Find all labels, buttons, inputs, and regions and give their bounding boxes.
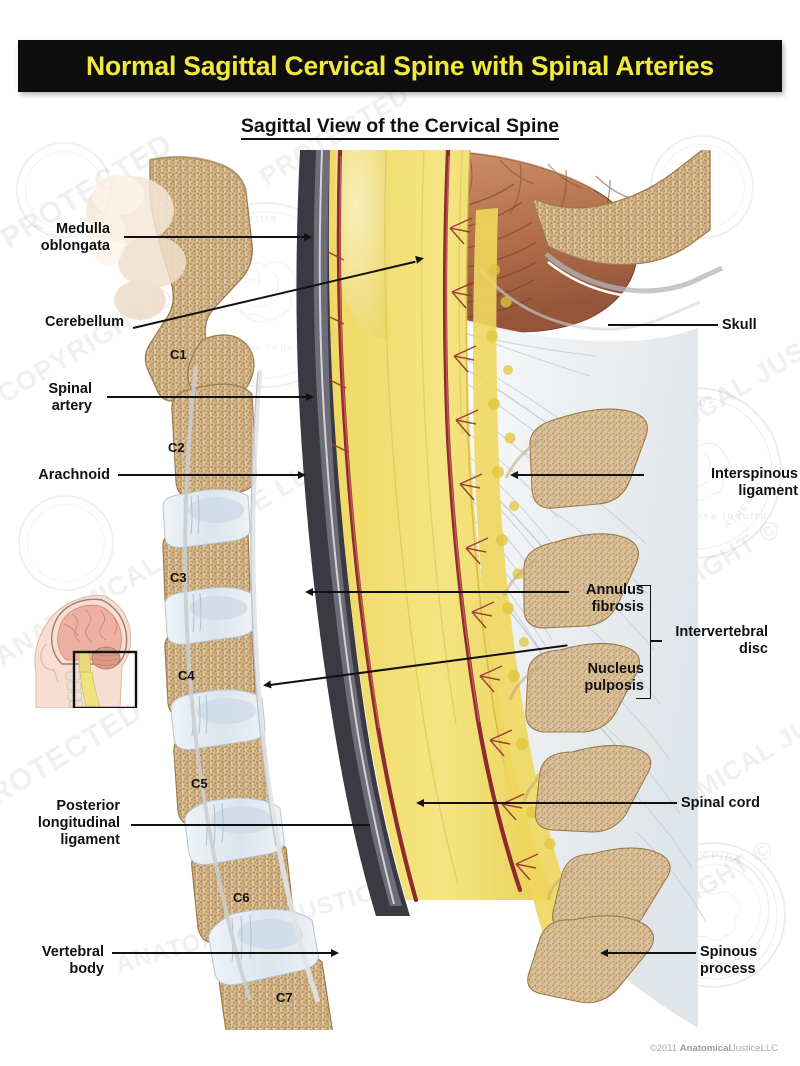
- label-posterior-longitudinal-ligament: Posterior longitudinal ligament: [37, 798, 120, 848]
- label-cerebellum: Cerebellum: [45, 314, 124, 330]
- arrowhead-spinal-cord: [416, 799, 424, 807]
- copyright-footer: ©2011 AnatomicalJusticeLLC: [650, 1043, 778, 1054]
- intervertebral-disc-bracket: [636, 585, 651, 699]
- label-annulus-fibrosis: Annulus fibrosis: [586, 582, 644, 615]
- label-spinal-cord: Spinal cord: [681, 795, 760, 811]
- leader-posterior-longitudinal-ligament: [131, 824, 370, 826]
- arrowhead-medulla-oblongata: [304, 233, 312, 241]
- label-vertebral-body: Vertebral body: [41, 944, 104, 977]
- label-spinal-artery: Spinal artery: [48, 381, 92, 414]
- subtitle-text: Sagittal View of the Cervical Spine: [240, 115, 560, 140]
- leader-medulla-oblongata: [124, 236, 308, 238]
- posterior-longitudinal-ligament: [250, 369, 321, 1003]
- arrowhead-interspinous-ligament: [510, 471, 518, 479]
- nucleus-pulposus: [188, 497, 303, 949]
- vertebra-label-c5: C5: [191, 776, 208, 791]
- brand-light: JusticeLLC: [731, 1043, 778, 1054]
- vertebra-label-c7: C7: [276, 990, 293, 1005]
- arrowhead-spinous-process: [600, 949, 608, 957]
- subtitle: Sagittal View of the Cervical Spine: [0, 115, 800, 140]
- anterior-longitudinal-ligament: [183, 365, 252, 1001]
- anatomy-svg: [86, 150, 724, 1030]
- skull-posterior-bone: [478, 150, 724, 331]
- laminae: [502, 438, 575, 901]
- leader-spinal-artery: [107, 396, 310, 398]
- arrowhead-arachnoid: [298, 471, 306, 479]
- radicular-arteries: [327, 217, 539, 881]
- spinous-processes: [523, 408, 671, 1004]
- head-orientation-inset: [30, 592, 138, 710]
- title-banner: Normal Sagittal Cervical Spine with Spin…: [18, 40, 782, 92]
- label-spinous-process: Spinous process: [700, 944, 758, 977]
- anterior-soft-tissue: [86, 175, 186, 320]
- vertebra-label-c6: C6: [233, 890, 250, 905]
- leader-spinous-process: [606, 952, 696, 954]
- arrowhead-vertebral-body: [331, 949, 339, 957]
- cervical-spine-illustration: [0, 150, 800, 1030]
- copyright-year: ©2011: [649, 1043, 680, 1054]
- epidural-fat: [473, 208, 588, 950]
- leader-arachnoid: [118, 474, 302, 476]
- leader-vertebral-body: [112, 952, 335, 954]
- arrowhead-annulus-fibrosis: [305, 588, 313, 596]
- leader-annulus-fibrosis: [311, 591, 569, 593]
- page-title: Normal Sagittal Cervical Spine with Spin…: [86, 50, 714, 81]
- intervertebral-disc-bracket-stem: [650, 640, 662, 642]
- spinal-arteries-highlight: [339, 155, 480, 729]
- leader-skull: [608, 324, 718, 326]
- label-nucleus-pulposis: Nucleus pulposis: [584, 661, 644, 694]
- arrowhead-spinal-artery: [306, 393, 314, 401]
- vertebra-label-c1: C1: [170, 347, 187, 362]
- label-interspinous-ligament: Interspinous ligament: [710, 466, 798, 499]
- vertebra-label-c3: C3: [170, 570, 187, 585]
- brand-bold: Anatomical: [679, 1043, 731, 1054]
- label-intervertebral-disc: Intervertebral disc: [675, 624, 768, 657]
- label-arachnoid: Arachnoid: [38, 467, 110, 483]
- label-skull: Skull: [722, 317, 757, 333]
- leader-interspinous-ligament: [516, 474, 644, 476]
- vertebra-label-c4: C4: [178, 668, 195, 683]
- label-medulla-oblongata: Medulla oblongata: [40, 221, 110, 254]
- arachnoid-mater: [313, 150, 402, 906]
- intervertebral-discs: [162, 488, 319, 986]
- vertebra-label-c2: C2: [168, 440, 185, 455]
- arrowhead-nucleus-pulposis: [262, 680, 272, 690]
- leader-spinal-cord: [424, 802, 677, 804]
